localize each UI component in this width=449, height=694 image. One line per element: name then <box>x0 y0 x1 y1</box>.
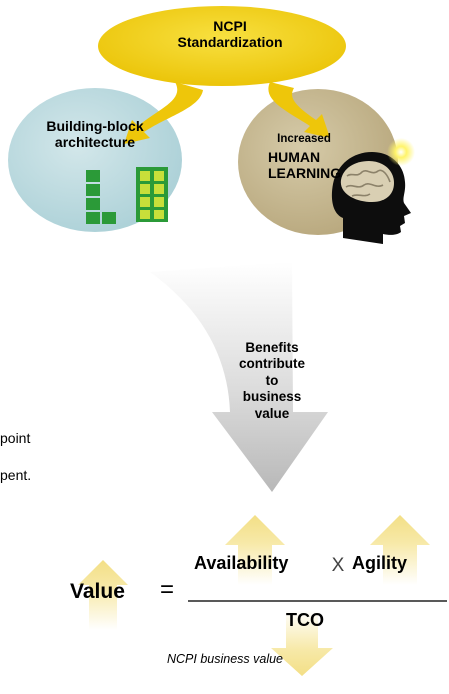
cut-text-line1: point <box>0 430 31 446</box>
ncpi-label-line1: NCPI <box>213 18 247 34</box>
learning-label: LEARNING <box>268 165 342 182</box>
benefits-line: to <box>265 372 279 388</box>
benefits-line: contribute <box>239 356 305 372</box>
ncpi-label-line2: Standardization <box>177 34 283 51</box>
figure-caption: NCPI business value <box>166 652 284 666</box>
agility-term: Agility <box>352 553 408 573</box>
equals-sign: = <box>159 576 174 603</box>
building-block-line1: Building-block <box>46 118 144 134</box>
times-sign: X <box>331 555 345 576</box>
benefits-label: Benefits contribute to business value <box>222 340 322 422</box>
cut-text-line2: pent. <box>0 467 32 483</box>
agility-up-arrow <box>370 515 430 585</box>
tco-down-arrow <box>271 610 333 676</box>
human-label: HUMAN <box>268 149 321 165</box>
ncpi-cloud <box>98 6 346 144</box>
brain-head-icon <box>331 152 411 244</box>
availability-up-arrow <box>225 515 285 585</box>
value-up-arrow <box>78 560 128 630</box>
tco-term: TCO <box>286 610 324 630</box>
availability-term: Availability <box>194 553 289 573</box>
benefits-line: business <box>242 389 302 405</box>
human-learning-label: HUMAN LEARNING <box>268 149 358 181</box>
value-term: Value <box>70 580 125 603</box>
building-block-label: Building-block architecture <box>30 118 160 150</box>
building-blocks-icon <box>86 167 168 224</box>
benefits-line: Benefits <box>245 340 299 355</box>
increased-label: Increased <box>277 133 331 145</box>
spark-icon <box>387 138 415 166</box>
benefits-arrow <box>150 262 328 492</box>
benefits-line: value <box>254 405 290 421</box>
building-block-line2: architecture <box>54 134 136 151</box>
ncpi-label: NCPI Standardization <box>150 18 310 50</box>
